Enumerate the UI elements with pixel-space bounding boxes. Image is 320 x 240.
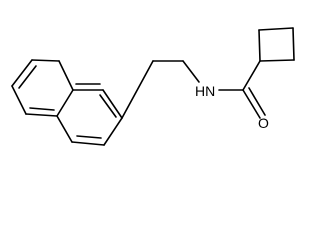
bond xyxy=(99,94,117,118)
bond xyxy=(102,89,123,119)
bond xyxy=(29,107,55,111)
bond xyxy=(31,59,60,62)
bond xyxy=(292,27,295,61)
chemical-structure-diagram: HN O xyxy=(11,27,295,146)
bond xyxy=(58,60,74,91)
bond xyxy=(56,115,73,143)
bond xyxy=(18,65,37,89)
bond xyxy=(258,27,294,31)
cyclobutane-ring xyxy=(258,27,295,62)
bond xyxy=(56,89,74,117)
bond xyxy=(182,60,200,83)
bond xyxy=(248,87,266,116)
bond xyxy=(71,141,105,146)
bond xyxy=(259,59,295,62)
bond xyxy=(11,59,33,87)
naphthalene-ring-system xyxy=(11,59,123,146)
bond xyxy=(11,85,27,115)
bond xyxy=(103,117,123,146)
nitrogen-atom-label: HN xyxy=(195,83,215,99)
oxygen-atom-label: O xyxy=(258,115,269,131)
bond xyxy=(121,60,154,119)
bond xyxy=(76,135,102,139)
bond xyxy=(242,89,261,119)
bond xyxy=(258,29,261,62)
bond xyxy=(25,113,58,117)
ethyl-amide-chain xyxy=(121,60,266,119)
bond xyxy=(242,60,261,91)
